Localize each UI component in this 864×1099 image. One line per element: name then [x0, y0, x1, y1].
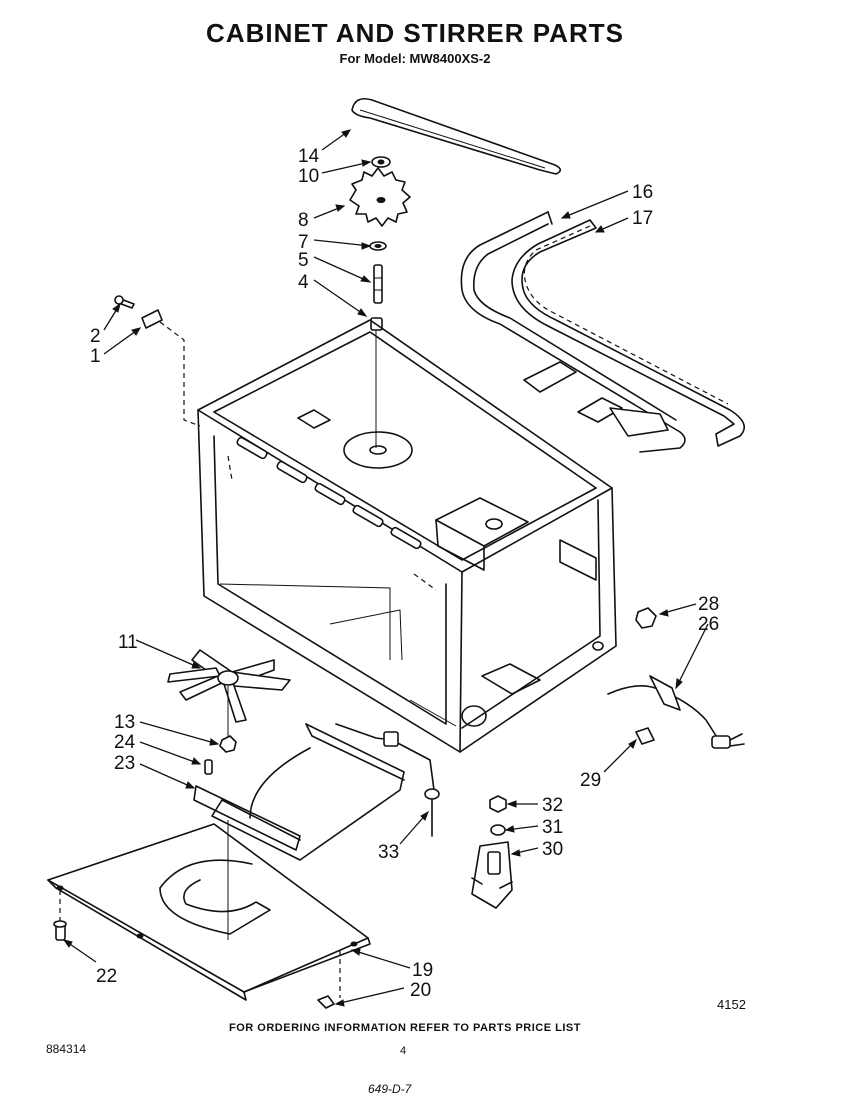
stirrer-belt-part [351, 97, 562, 175]
callout-11: 11 [118, 632, 138, 653]
fan-shroud-part [211, 723, 405, 861]
callout-4: 4 [298, 272, 309, 293]
cabinet-frame [197, 319, 617, 753]
callout-10: 10 [298, 166, 319, 187]
callout-5: 5 [298, 250, 309, 271]
callout-22: 22 [96, 966, 117, 987]
ordering-note: FOR ORDERING INFORMATION REFER TO PARTS … [229, 1022, 581, 1034]
callout-8: 8 [298, 210, 309, 231]
switch-bracket-parts [471, 795, 513, 909]
callout-33: 33 [378, 842, 399, 863]
callout-32: 32 [542, 795, 563, 816]
bushing-part [370, 317, 383, 448]
callout-17: 17 [632, 208, 653, 229]
washer-part [369, 241, 387, 251]
callout-28: 28 [698, 594, 719, 615]
fan-blade-part [167, 649, 291, 740]
page-title: CABINET AND STIRRER PARTS [206, 18, 624, 48]
callout-2: 2 [90, 326, 101, 347]
callout-29: 29 [580, 770, 601, 791]
callout-20: 20 [410, 980, 431, 1001]
callout-13: 13 [114, 712, 135, 733]
callout-30: 30 [542, 839, 563, 860]
callout-16: 16 [632, 182, 653, 203]
page-number: 4 [400, 1045, 407, 1057]
callout-14: 14 [298, 146, 320, 167]
callout-23: 23 [114, 753, 135, 774]
handwritten-code: 649-D-7 [368, 1082, 412, 1096]
document-code: 884314 [46, 1042, 87, 1056]
callout-24: 24 [114, 732, 136, 753]
base-screw-part [53, 890, 67, 941]
model-subtitle: For Model: MW8400XS-2 [339, 51, 491, 66]
callout-26: 26 [698, 614, 719, 635]
callout-19: 19 [412, 960, 433, 981]
seal-frame-part [460, 211, 686, 453]
screw-and-clip-parts [114, 295, 201, 427]
callout-labels: 14 10 8 7 5 4 2 1 16 17 11 13 24 23 22 1… [90, 146, 719, 1001]
stirrer-blade-part [349, 167, 411, 227]
callout-1: 1 [90, 346, 101, 367]
stirrer-shaft-part [373, 264, 383, 304]
leader-lines [62, 129, 709, 1007]
callout-7: 7 [298, 232, 309, 253]
retainer-part [371, 156, 391, 168]
foot-part [317, 950, 341, 1009]
callout-31: 31 [542, 817, 563, 838]
power-cord-parts [607, 607, 745, 749]
cord-clip-part [635, 727, 655, 745]
choke-gasket-part [511, 219, 746, 447]
thermal-cutout-part [335, 723, 440, 837]
figure-reference: 4152 [717, 997, 746, 1012]
